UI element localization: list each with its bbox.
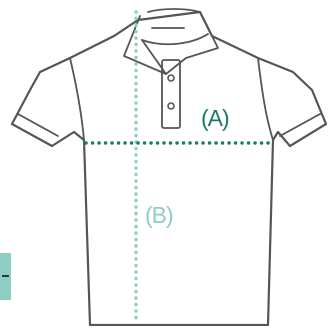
side-tab[interactable] xyxy=(0,253,11,300)
measure-a-label: (A) xyxy=(201,107,229,130)
placket-button-top xyxy=(168,75,174,81)
shirt-body xyxy=(12,12,326,325)
measure-b-label: (B) xyxy=(145,204,173,227)
placket-button-bottom xyxy=(168,103,174,109)
minus-icon xyxy=(2,275,9,277)
collar-band xyxy=(148,9,200,12)
